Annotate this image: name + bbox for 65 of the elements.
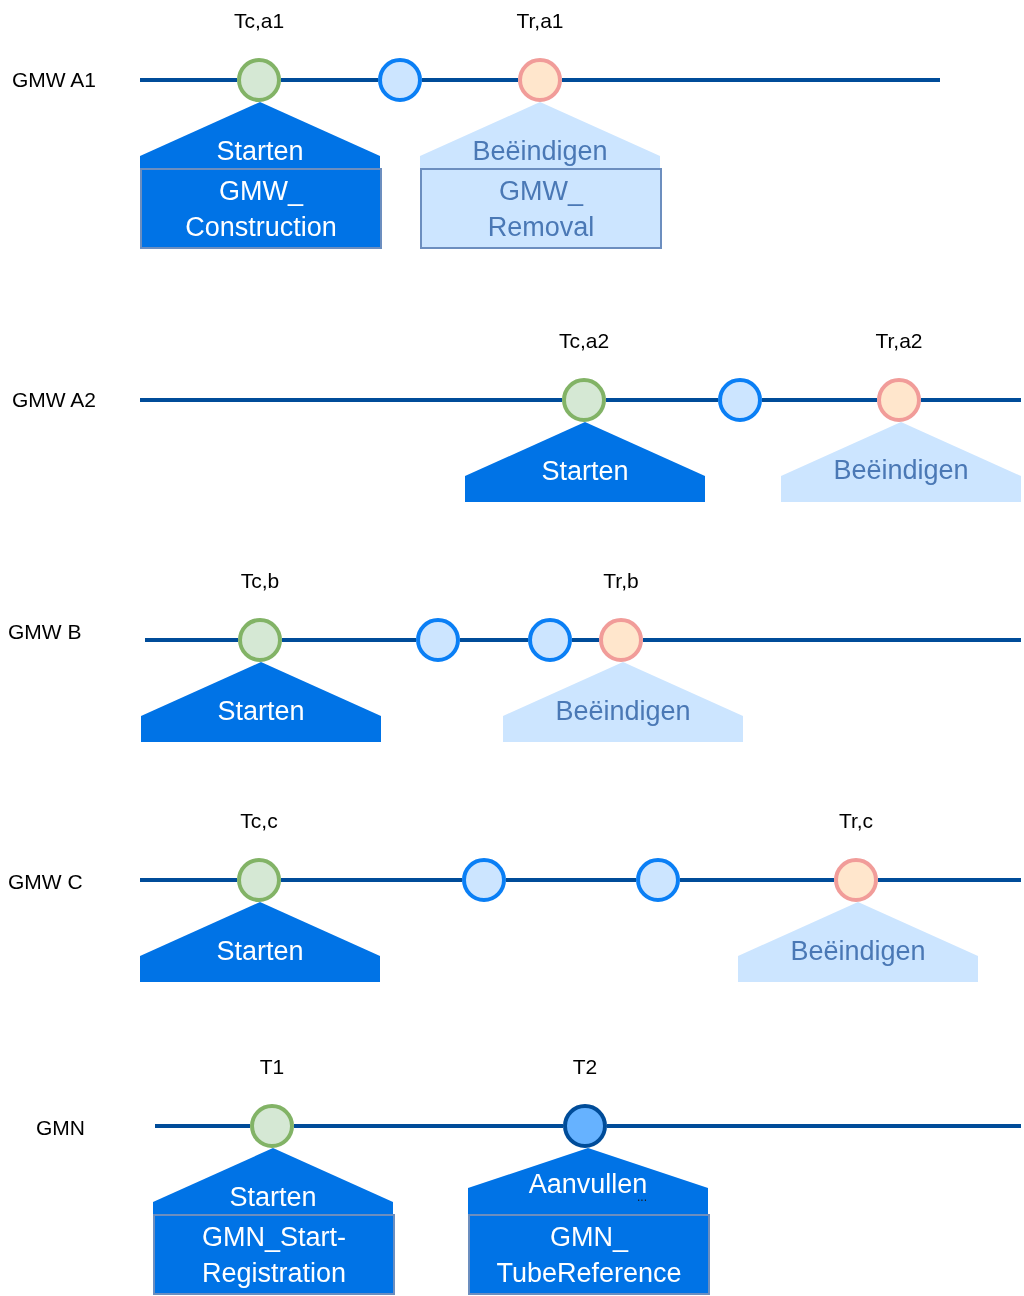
timeline-line bbox=[294, 1124, 563, 1128]
timeline-line bbox=[281, 878, 462, 882]
row-label: GMW A2 bbox=[12, 388, 96, 412]
pentagon-tag: Beëindigen bbox=[420, 102, 660, 168]
milestone-circle bbox=[238, 618, 282, 662]
timeline-line bbox=[506, 878, 636, 882]
timeline-line bbox=[140, 398, 562, 402]
milestone-label: Tc,c bbox=[239, 809, 279, 833]
row-label: GMN bbox=[36, 1116, 85, 1140]
timeline-line bbox=[572, 638, 599, 642]
timeline-line bbox=[878, 878, 1021, 882]
timeline-line bbox=[155, 1124, 250, 1128]
milestone-circle bbox=[562, 378, 606, 422]
milestone-circle bbox=[237, 858, 281, 902]
process-box: GMW_ Construction bbox=[140, 168, 382, 249]
pentagon-tag: Starten bbox=[465, 422, 705, 502]
milestone-circle bbox=[378, 58, 422, 102]
milestone-label: Tc,a1 bbox=[232, 9, 286, 33]
process-box: GMN_Start- Registration bbox=[153, 1214, 395, 1295]
pentagon-tag: Beëindigen bbox=[503, 662, 743, 742]
milestone-circle bbox=[462, 858, 506, 902]
milestone-label: Tr,a1 bbox=[515, 9, 565, 33]
pentagon-tag: Beëindigen bbox=[738, 902, 978, 982]
pentagon-tag: Starten bbox=[141, 662, 381, 742]
milestone-label: Tr,c bbox=[837, 809, 875, 833]
milestone-circle bbox=[834, 858, 878, 902]
timeline-line bbox=[606, 398, 718, 402]
process-box: GMW_ Removal bbox=[420, 168, 662, 249]
milestone-label: T2 bbox=[571, 1055, 599, 1079]
timeline-line bbox=[921, 398, 1021, 402]
milestone-circle bbox=[718, 378, 762, 422]
milestone-circle bbox=[250, 1104, 294, 1148]
pentagon-tag: Starten bbox=[140, 902, 380, 982]
milestone-circle bbox=[237, 58, 281, 102]
timeline-line bbox=[281, 78, 378, 82]
timeline-line bbox=[140, 78, 237, 82]
milestone-label: Tc,b bbox=[239, 569, 281, 593]
timeline-line bbox=[562, 78, 940, 82]
milestone-circle bbox=[528, 618, 572, 662]
row-label: GMW C bbox=[8, 870, 83, 894]
milestone-circle bbox=[416, 618, 460, 662]
timeline-line bbox=[422, 78, 518, 82]
timeline-line bbox=[607, 1124, 1021, 1128]
row-label: GMW A1 bbox=[12, 68, 96, 92]
milestone-circle bbox=[636, 858, 680, 902]
milestone-label: Tr,a2 bbox=[874, 329, 924, 353]
milestone-label: Tc,a2 bbox=[557, 329, 611, 353]
pentagon-tag: Beëindigen bbox=[781, 422, 1021, 502]
milestone-circle bbox=[518, 58, 562, 102]
milestone-circle bbox=[877, 378, 921, 422]
timeline-line bbox=[680, 878, 834, 882]
timeline-line bbox=[140, 878, 237, 882]
timeline-line bbox=[643, 638, 1021, 642]
timeline-line bbox=[762, 398, 877, 402]
timeline-line bbox=[460, 638, 528, 642]
timeline-line bbox=[145, 638, 238, 642]
milestone-label: Tr,b bbox=[602, 569, 640, 593]
row-label: GMW B bbox=[8, 620, 82, 644]
milestone-circle bbox=[563, 1104, 607, 1148]
pentagon-tag: Starten bbox=[153, 1148, 393, 1214]
process-box: GMN_ TubeReference bbox=[468, 1214, 710, 1295]
milestone-circle bbox=[599, 618, 643, 662]
timeline-line bbox=[282, 638, 416, 642]
milestone-label: T1 bbox=[258, 1055, 286, 1079]
pentagon-tag: Starten bbox=[140, 102, 380, 168]
